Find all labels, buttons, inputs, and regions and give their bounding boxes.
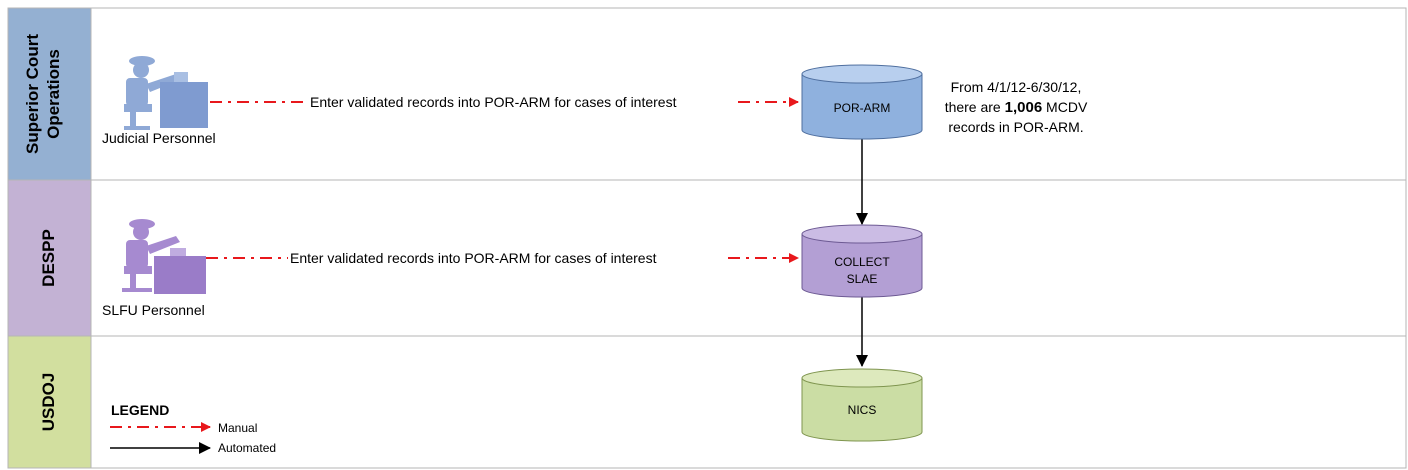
flow-text-lane1: Enter validated records into POR-ARM for… — [310, 94, 677, 110]
collect-label-line1: COLLECT — [834, 255, 890, 269]
lane-usdoj: USDOJ — [7, 335, 92, 469]
judicial-personnel-label: Judicial Personnel — [102, 130, 216, 146]
porarm-label: POR-ARM — [834, 101, 891, 115]
note-line2-prefix: there are — [945, 99, 1005, 115]
lane-superior-court: Superior Court Operations — [7, 7, 92, 181]
slfu-personnel-label: SLFU Personnel — [102, 302, 205, 318]
legend-manual-label: Manual — [218, 421, 257, 435]
note-line2-suffix: MCDV — [1042, 99, 1088, 115]
legend: LEGEND Manual Automated — [110, 402, 276, 455]
note-line3: records in POR-ARM. — [948, 119, 1083, 135]
lane-label-superior-line2: Operations — [44, 49, 63, 139]
nics-label: NICS — [848, 403, 877, 417]
note-line2-bold: 1,006 — [1005, 99, 1043, 116]
slfu-personnel-icon — [122, 219, 206, 294]
judicial-personnel-icon — [124, 56, 208, 130]
collect-slae-database-icon — [801, 224, 923, 298]
porarm-database-icon — [801, 64, 923, 140]
collect-label-line2: SLAE — [847, 272, 878, 286]
swimlane-frame — [7, 7, 1407, 469]
lane-label-despp: DESPP — [39, 229, 58, 287]
lane-label-usdoj: USDOJ — [39, 373, 58, 432]
lane-label-superior-line1: Superior Court — [23, 34, 42, 154]
note-line2: there are 1,006 MCDV — [945, 99, 1088, 116]
nics-database-icon — [801, 368, 923, 442]
lane-despp: DESPP — [7, 179, 92, 337]
legend-title: LEGEND — [111, 402, 169, 418]
flow-text-lane2: Enter validated records into POR-ARM for… — [290, 250, 657, 266]
legend-automated-label: Automated — [218, 441, 276, 455]
note-line1: From 4/1/12-6/30/12, — [951, 79, 1082, 95]
